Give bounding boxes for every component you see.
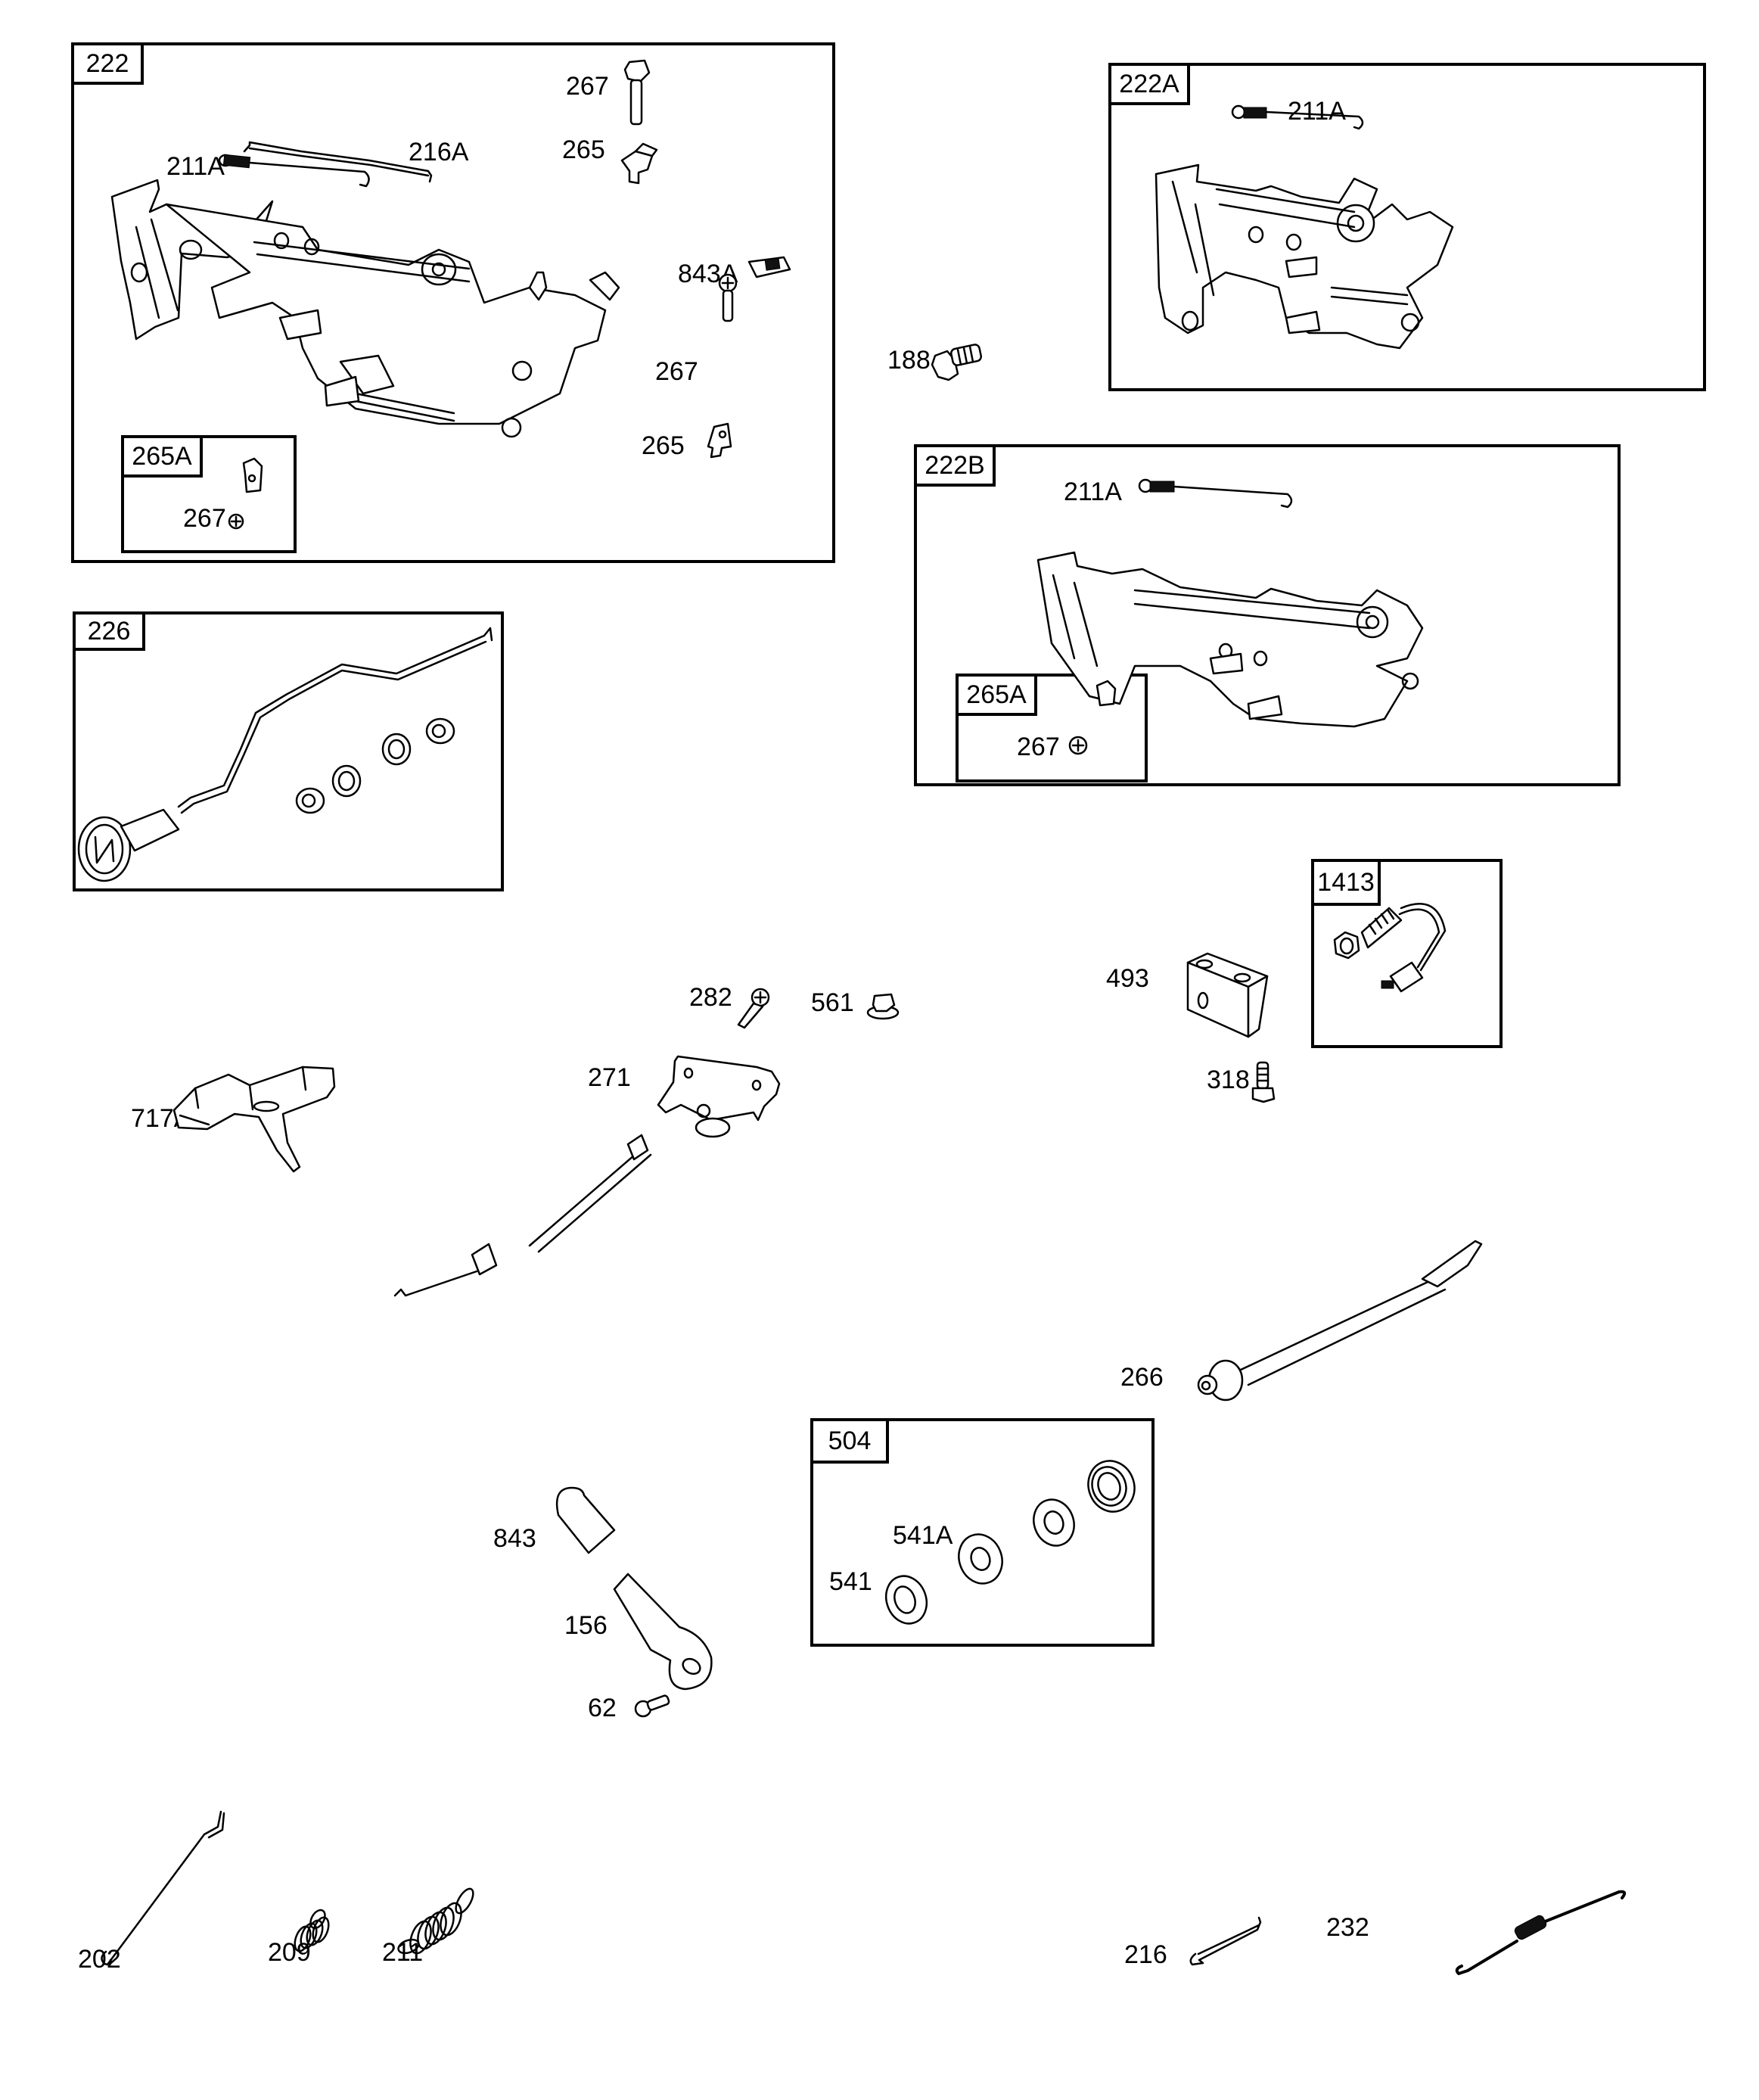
callout-188: 188 xyxy=(887,346,931,375)
kit-222b-sub-265a-label: 265A xyxy=(956,674,1037,716)
bolt-188-icon xyxy=(932,344,982,380)
nut-226b-icon xyxy=(427,719,454,743)
callout-271: 271 xyxy=(588,1063,631,1092)
callout-62: 62 xyxy=(588,1694,617,1722)
spring-211-icon xyxy=(396,1886,477,1955)
bolt-267-icon xyxy=(625,61,649,124)
callout-561: 561 xyxy=(811,988,854,1017)
sensor-1413-icon xyxy=(1335,904,1445,991)
kit-222-sub-265a-frame: 265A xyxy=(121,435,297,553)
kit-222b-frame: 222B xyxy=(914,444,1621,786)
callout-493: 493 xyxy=(1106,964,1149,993)
governor-lever-156-icon xyxy=(614,1574,711,1689)
callout-267-screw-mid: 267 xyxy=(655,357,698,386)
kit-226-frame: 226 xyxy=(73,611,504,891)
kit-1413-label: 1413 xyxy=(1311,859,1381,906)
screw-267-sub-222-icon xyxy=(229,515,243,528)
governor-bracket-222-icon xyxy=(112,180,619,437)
callout-232: 232 xyxy=(1326,1913,1369,1942)
washer-504-icon xyxy=(1027,1494,1080,1551)
governor-bracket-222b-icon xyxy=(1038,552,1422,726)
callout-541-washer: 541 xyxy=(829,1567,872,1596)
spring-211a-222b-icon xyxy=(1139,480,1291,507)
callout-265-clip-bottom: 265 xyxy=(642,431,685,460)
spring-211a-icon xyxy=(219,154,369,186)
callout-541a-washer: 541A xyxy=(893,1521,953,1550)
callout-266: 266 xyxy=(1120,1363,1164,1392)
kit-222a-frame: 222A xyxy=(1108,63,1706,391)
kit-222b-sub-265a-frame: 265A xyxy=(956,674,1148,782)
kit-222b-label: 222B xyxy=(914,444,996,487)
kit-226-label: 226 xyxy=(73,611,145,651)
screw-267-sub-222b-icon xyxy=(1070,737,1086,754)
callout-209: 209 xyxy=(268,1938,311,1967)
clip-843a-icon xyxy=(749,257,790,277)
callout-156: 156 xyxy=(564,1611,608,1640)
kit-504-frame: 504 xyxy=(810,1418,1155,1647)
callout-265-clip-top: 265 xyxy=(562,135,605,164)
kit-222-label: 222 xyxy=(71,42,144,85)
clip-265a-sub-222-icon xyxy=(244,459,262,492)
spring-211a-222a-icon xyxy=(1232,106,1363,129)
callout-318: 318 xyxy=(1207,1066,1250,1094)
callout-843: 843 xyxy=(493,1524,536,1553)
link-rod-202-icon xyxy=(101,1812,224,1966)
oil-seal-504-icon xyxy=(1081,1454,1142,1518)
control-knob-rod-226-icon xyxy=(79,628,492,881)
sleeve-843-icon xyxy=(557,1488,614,1553)
bracket-717a-icon xyxy=(174,1067,334,1171)
spring-209-icon xyxy=(292,1908,332,1953)
callout-216: 216 xyxy=(1124,1940,1167,1969)
spring-232-icon xyxy=(1457,1892,1624,1974)
lock-washer-226-icon xyxy=(333,766,360,796)
screw-318-icon xyxy=(1253,1062,1274,1102)
callout-216a-link: 216A xyxy=(409,138,469,166)
clip-265b-icon xyxy=(708,424,731,457)
washer-541-icon xyxy=(880,1570,934,1629)
lock-washer-226b-icon xyxy=(383,734,410,764)
bolt-62-icon xyxy=(636,1695,670,1716)
callout-267-sub-222b: 267 xyxy=(1017,733,1060,761)
kit-222-frame: 222 xyxy=(71,42,835,563)
link-216a-icon xyxy=(244,142,431,182)
screw-282-icon xyxy=(738,989,769,1028)
washer-541a-icon xyxy=(952,1528,1008,1589)
nut-226-icon xyxy=(297,789,324,813)
throttle-control-271-icon xyxy=(395,1056,779,1296)
flange-nut-561-icon xyxy=(868,994,898,1019)
kit-504-label: 504 xyxy=(810,1418,889,1464)
kit-222a-label: 222A xyxy=(1108,63,1190,105)
callout-211a-spring-222b: 211A xyxy=(1064,478,1122,506)
screw-267-icon xyxy=(719,275,736,321)
shaft-266-icon xyxy=(1198,1241,1481,1400)
kit-222-sub-265a-label: 265A xyxy=(121,435,203,478)
clip-265-icon xyxy=(622,144,657,183)
callout-267-bolt-top: 267 xyxy=(566,72,609,101)
callout-211a-spring: 211A xyxy=(166,152,225,181)
callout-267-sub-222: 267 xyxy=(183,504,226,533)
bracket-493-icon xyxy=(1188,954,1267,1037)
callout-282: 282 xyxy=(689,983,732,1012)
callout-211a-spring-222a: 211A xyxy=(1288,97,1346,126)
governor-bracket-222a-icon xyxy=(1156,165,1453,348)
clip-265a-sub-222b-icon xyxy=(1097,681,1115,705)
kit-1413-frame: 1413 xyxy=(1311,859,1503,1048)
callout-202: 202 xyxy=(78,1945,121,1974)
link-216-icon xyxy=(1191,1918,1260,1965)
